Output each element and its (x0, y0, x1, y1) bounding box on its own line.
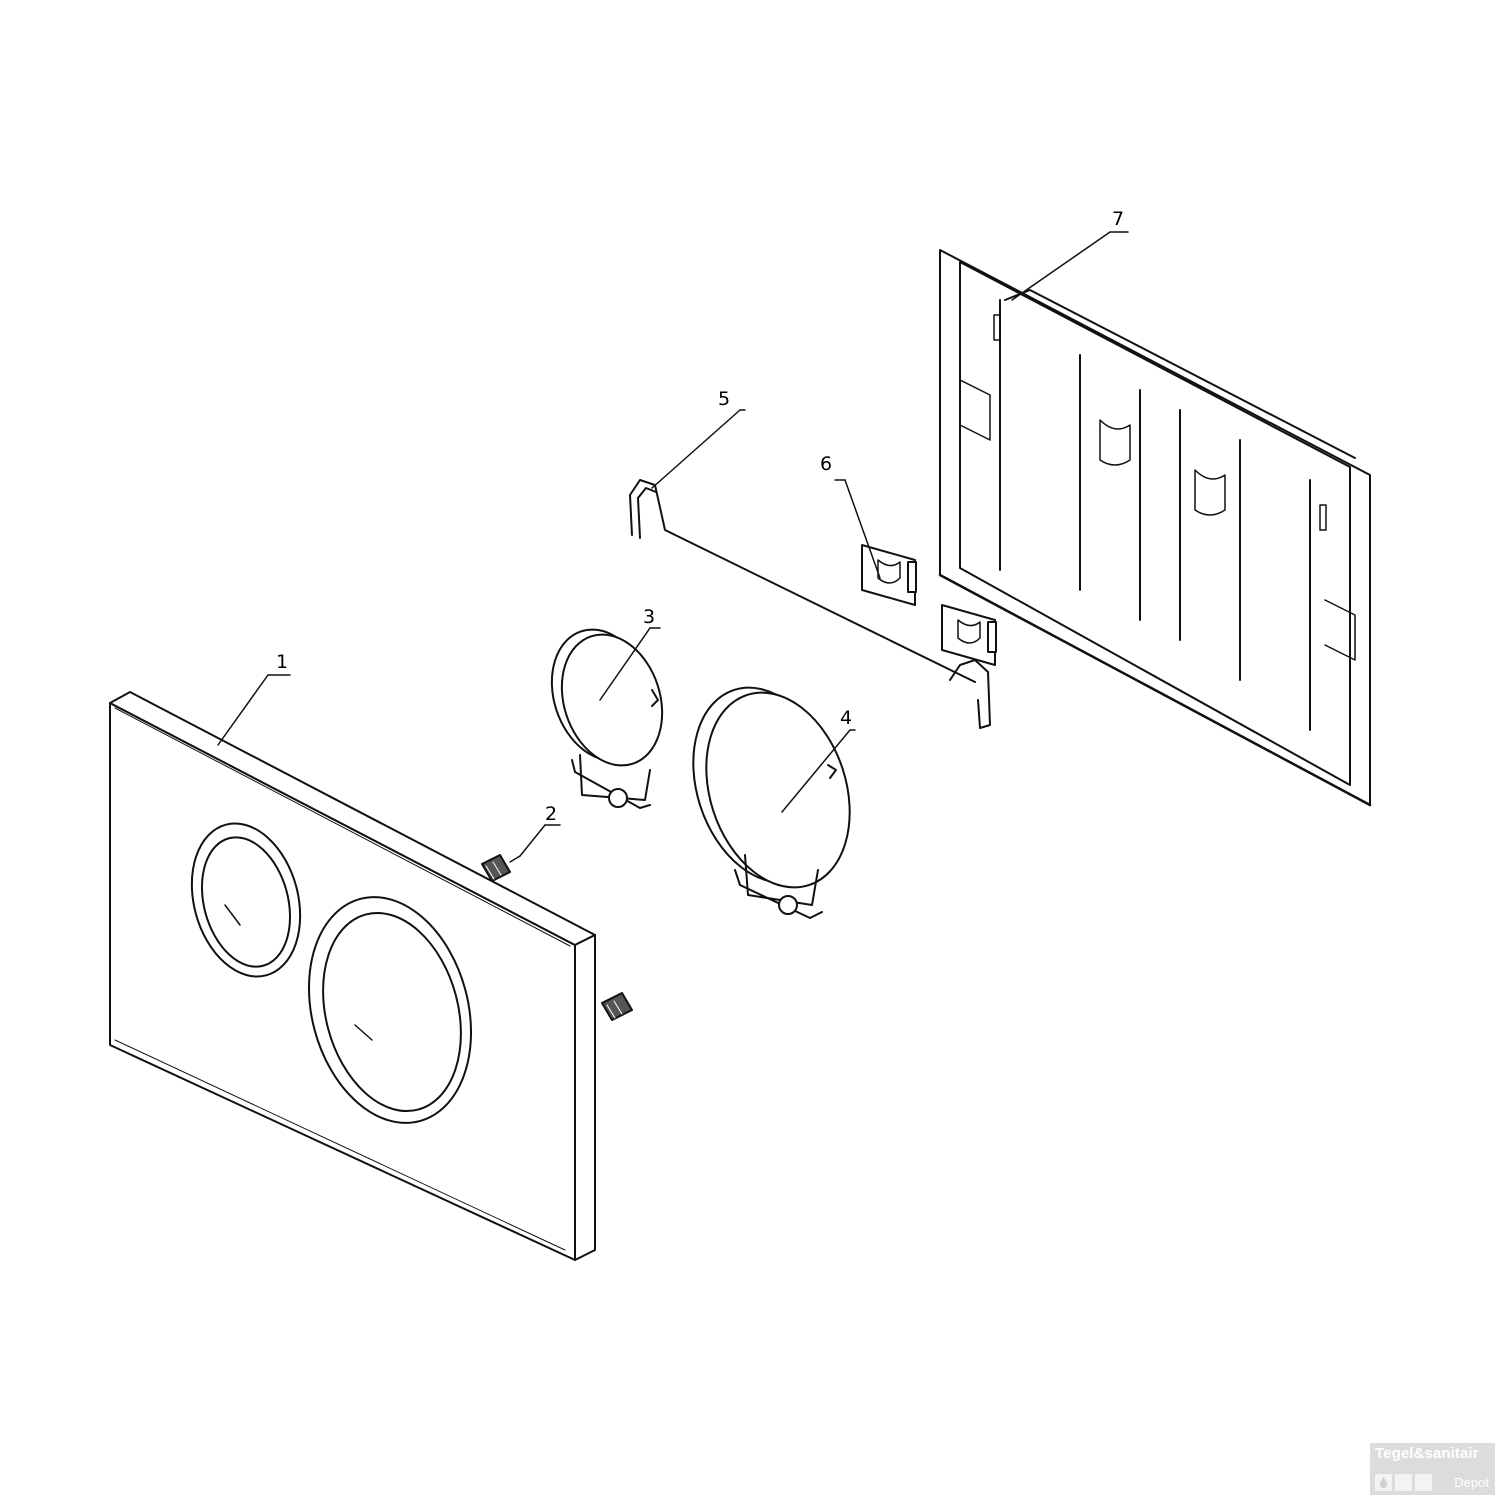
callout-labels: 1 2 3 4 5 6 7 (276, 208, 1124, 825)
callout-1: 1 (276, 651, 288, 673)
part-1-cover-plate (109, 691, 596, 1261)
callout-7: 7 (1112, 208, 1124, 230)
callout-6: 6 (820, 453, 832, 475)
watermark-sub-text: Depot (1454, 1475, 1489, 1490)
callout-2: 2 (545, 803, 557, 825)
part-5-wire-bracket (629, 409, 991, 729)
part-4-large-button (692, 686, 851, 919)
logo-tile-icon (1395, 1474, 1412, 1491)
leader-lines (217, 231, 1129, 857)
part-2-screws (481, 854, 633, 1021)
callout-5: 5 (718, 388, 730, 410)
part-3-small-button (550, 627, 664, 809)
logo-tile-icon (1415, 1474, 1432, 1491)
screw-lower (601, 992, 633, 1021)
clip-lower (941, 604, 997, 666)
callout-4: 4 (840, 707, 852, 729)
callout-3: 3 (643, 606, 655, 628)
part-6-clips (844, 479, 997, 666)
part-7-mounting-frame (938, 231, 1372, 807)
watermark-logo: Tegel&sanitair Depot (1370, 1443, 1495, 1495)
water-drop-icon (1380, 1477, 1387, 1488)
watermark-brand-text: Tegel&sanitair (1375, 1445, 1479, 1462)
screw-upper (481, 854, 521, 882)
clip-upper (861, 544, 917, 606)
